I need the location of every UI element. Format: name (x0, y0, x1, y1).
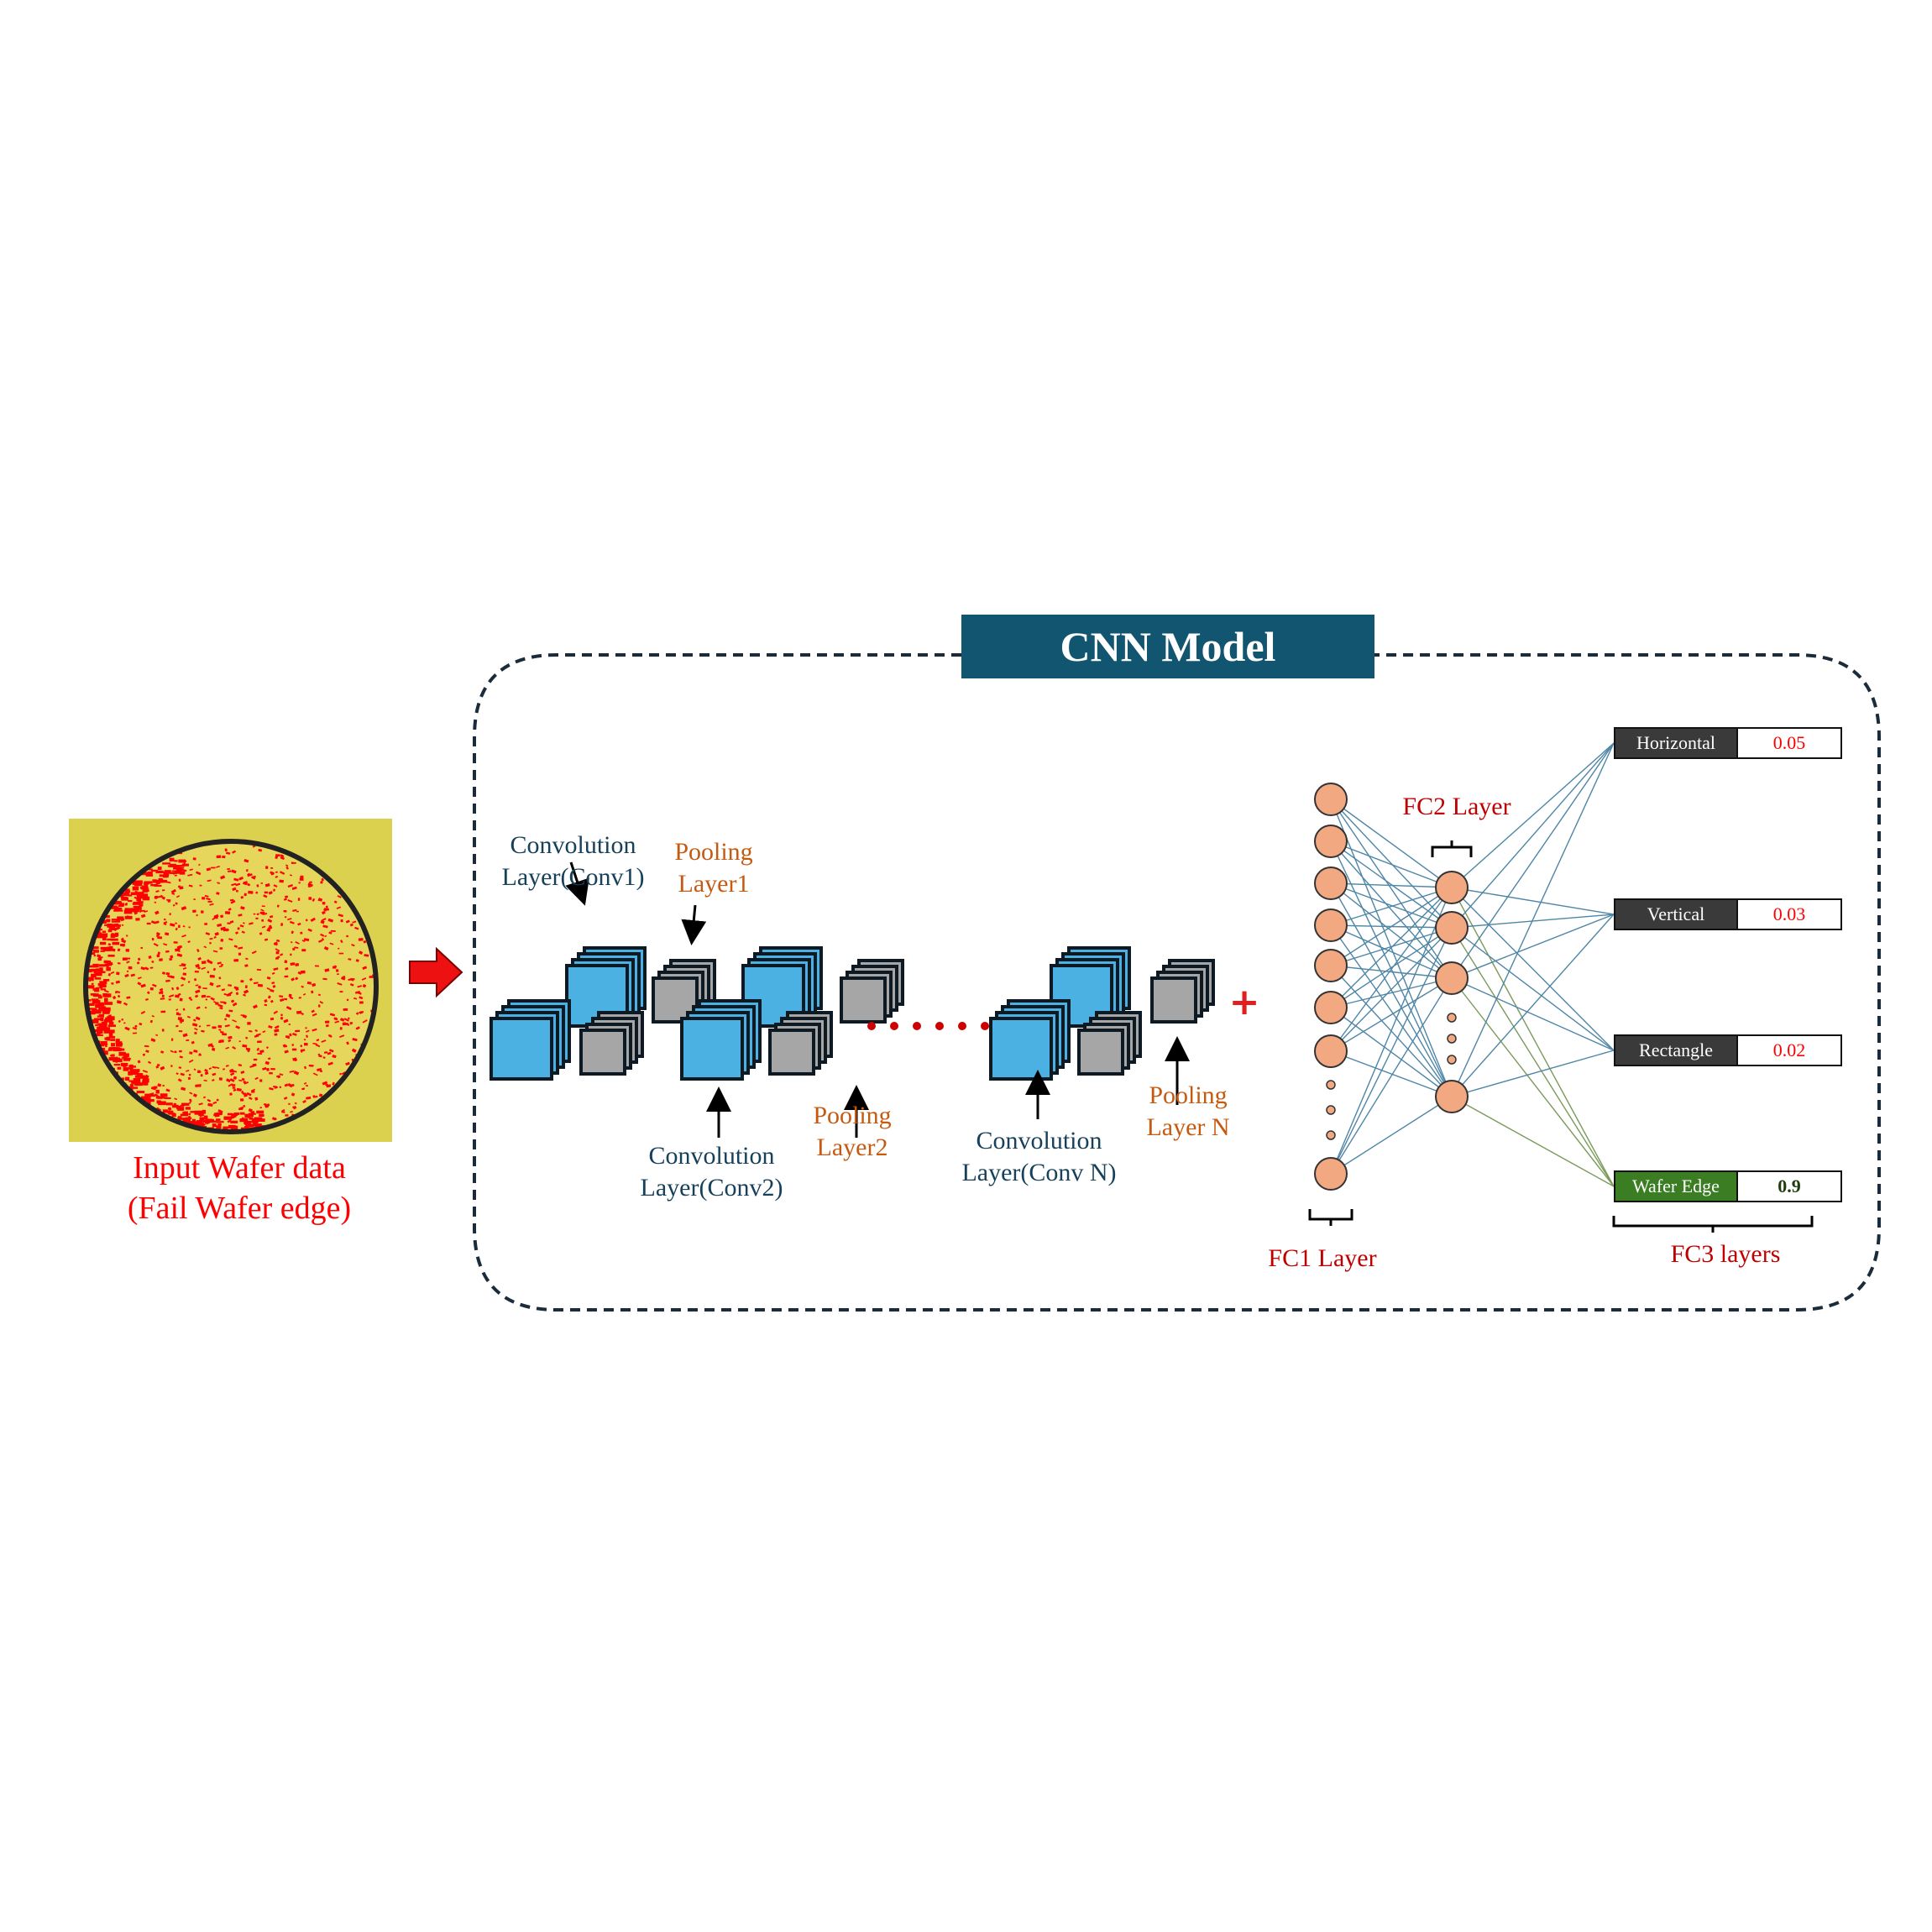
separator-dot (981, 1022, 989, 1030)
fc1-neuron (1314, 1157, 1348, 1191)
input-arrow-icon (409, 946, 463, 998)
separator-dot (913, 1022, 921, 1030)
pool1-label-line2: Layer1 (678, 869, 750, 898)
fc1-ellipsis-dot (1326, 1080, 1336, 1090)
output-row-horizontal: Horizontal 0.05 (1614, 727, 1842, 759)
poolN-label-line1: Pooling (1149, 1081, 1228, 1109)
pointer-arrows (565, 861, 1190, 1138)
output-value: 0.9 (1738, 1170, 1842, 1202)
input-wafer-image (69, 819, 392, 1142)
fc1-neuron (1314, 908, 1348, 942)
feature-map-stacks (490, 946, 1215, 1081)
pool-feature-map-stack (1077, 1011, 1142, 1076)
model-frame (473, 653, 1881, 1312)
input-caption-line1: Input Wafer data (133, 1150, 346, 1186)
conv2-label-line1: Convolution (648, 1142, 775, 1170)
output-value: 0.05 (1738, 727, 1842, 759)
layer-braces (1308, 840, 1814, 1233)
fc1-neuron (1314, 991, 1348, 1024)
conv1-label-line2: Layer(Conv1) (501, 862, 645, 891)
output-row-vertical: Vertical 0.03 (1614, 898, 1842, 930)
convN-label-line2: Layer(Conv N) (961, 1158, 1117, 1186)
separator-dot (867, 1022, 876, 1030)
pool2-label: Pooling Layer2 (785, 1100, 919, 1163)
pool1-label: Pooling Layer1 (647, 836, 781, 899)
output-name: Horizontal (1614, 727, 1738, 759)
fc2-ellipsis-dot (1447, 1055, 1457, 1065)
pool1-label-line1: Pooling (674, 838, 753, 866)
conv2-label-line2: Layer(Conv2) (640, 1173, 783, 1202)
fc1-ellipsis-dot (1326, 1105, 1336, 1115)
separator-dot (935, 1022, 944, 1030)
pool2-label-line2: Layer2 (816, 1133, 888, 1161)
conv-feature-map-stack (680, 999, 762, 1081)
fc1-neuron (1314, 825, 1348, 858)
output-name: Rectangle (1614, 1034, 1738, 1066)
fc2-label: FC2 Layer (1402, 793, 1511, 820)
fc2-fc3-connections (1451, 742, 1615, 1187)
fc1-neuron (1314, 783, 1348, 816)
conv-feature-map-stack (490, 999, 571, 1081)
fc2-neuron (1435, 871, 1469, 904)
output-value: 0.02 (1738, 1034, 1842, 1066)
fc2-ellipsis-dot (1447, 1034, 1457, 1044)
output-value: 0.03 (1738, 898, 1842, 930)
output-row-rectangle: Rectangle 0.02 (1614, 1034, 1842, 1066)
output-name: Vertical (1614, 898, 1738, 930)
output-row-wafer-edge: Wafer Edge 0.9 (1614, 1170, 1842, 1202)
pool-feature-map-stack (1150, 959, 1215, 1024)
fc2-neuron (1435, 911, 1469, 945)
ellipsis-dots (867, 1022, 989, 1030)
neurons (1314, 783, 1469, 1191)
poolN-label-line2: Layer N (1146, 1113, 1230, 1141)
plus-sign: + (1229, 981, 1260, 1024)
poolN-label: Pooling Layer N (1121, 1080, 1255, 1143)
fc2-neuron (1435, 1080, 1469, 1113)
pool2-label-line1: Pooling (813, 1102, 892, 1129)
fc1-neuron (1314, 867, 1348, 900)
fc1-fc2-connections (1330, 798, 1453, 1175)
fc1-label: FC1 Layer (1268, 1244, 1377, 1272)
input-caption-line2: (Fail Wafer edge) (127, 1190, 352, 1226)
pool-feature-map-stack (579, 1011, 644, 1076)
input-caption: Input Wafer data (Fail Wafer edge) (67, 1149, 411, 1228)
conv-feature-map-stack (989, 999, 1071, 1081)
separator-dot (958, 1022, 966, 1030)
cnn-model-title: CNN Model (961, 615, 1374, 678)
fc2-neuron (1435, 961, 1469, 995)
conv1-label-line1: Convolution (510, 831, 636, 859)
output-name: Wafer Edge (1614, 1170, 1738, 1202)
convN-label: Convolution Layer(Conv N) (940, 1125, 1138, 1188)
fc1-neuron (1314, 949, 1348, 982)
pool-feature-map-stack (840, 959, 904, 1024)
fc2-ellipsis-dot (1447, 1013, 1457, 1023)
fc3-label: FC3 layers (1670, 1240, 1781, 1268)
separator-dot (890, 1022, 898, 1030)
fc1-ellipsis-dot (1326, 1130, 1336, 1140)
convN-label-line1: Convolution (976, 1127, 1102, 1154)
pool-feature-map-stack (768, 1011, 833, 1076)
conv1-label: Convolution Layer(Conv1) (479, 830, 668, 893)
fc1-neuron (1314, 1034, 1348, 1068)
conv2-label: Convolution Layer(Conv2) (617, 1140, 806, 1203)
